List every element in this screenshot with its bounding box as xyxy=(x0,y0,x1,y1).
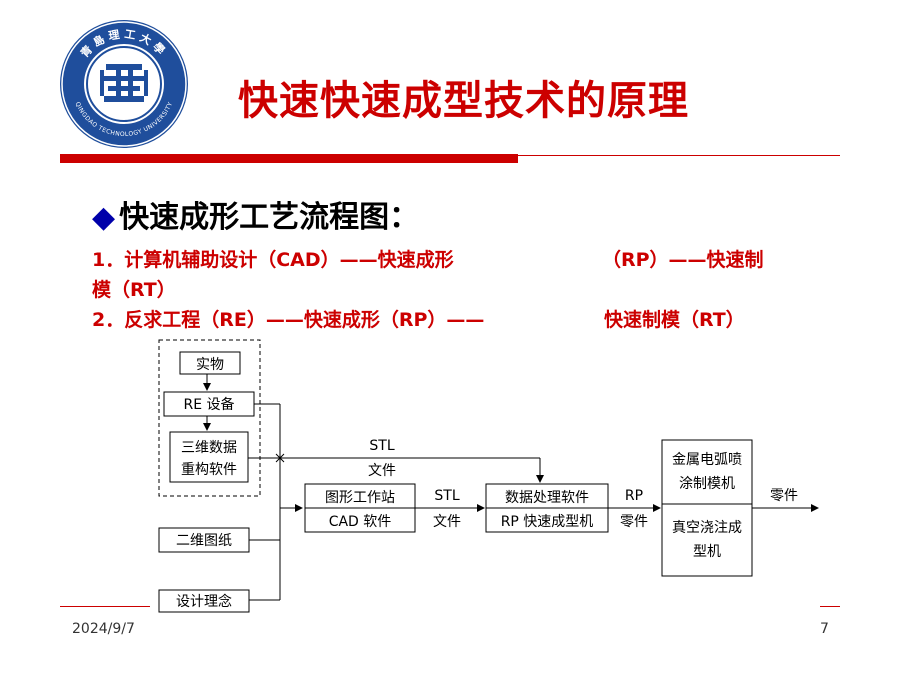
metal-label-2: 涂制模机 xyxy=(679,476,735,492)
part-label: 零件 xyxy=(770,488,798,504)
footer-line-left xyxy=(60,606,150,607)
drawing-label: 二维图纸 xyxy=(176,533,232,549)
vacuum-label-2: 型机 xyxy=(693,544,721,560)
vacuum-label-1: 真空浇注成 xyxy=(672,520,742,536)
tooling-box xyxy=(661,439,753,577)
concept-box xyxy=(158,589,250,613)
stl-mid-label-1: STL xyxy=(434,488,459,504)
rp-part-label-1: RP xyxy=(625,488,643,504)
dataproc-label: 数据处理软件 xyxy=(505,490,589,506)
process-line-2b: 快速制模（RT） xyxy=(604,309,745,331)
re-device-label: RE 设备 xyxy=(183,396,234,413)
shiwu-label: 实物 xyxy=(196,357,224,373)
workstation-label-1: 图形工作站 xyxy=(325,490,395,506)
process-line-1a: 1．计算机辅助设计（CAD）——快速成形 xyxy=(92,249,454,271)
footer-line-right xyxy=(820,606,840,607)
process-flow-diagram: 实物 RE 设备 三维数据 重构软件 二维图纸 设计理念 STL 文件 图形工作… xyxy=(158,339,819,613)
university-logo: 青島理工大學 QINGDAO TECHNOLOGY UNIVERSITY xyxy=(60,20,188,148)
workstation-label-2: CAD 软件 xyxy=(329,514,392,530)
re-group-box xyxy=(158,339,261,497)
process-line-1c: 模（RT） xyxy=(92,279,176,301)
section-heading: ◆快速成形工艺流程图： xyxy=(92,192,419,236)
stl-top-label-1: STL xyxy=(369,438,394,454)
metal-label-1: 金属电弧喷 xyxy=(672,452,742,468)
footer-date: 2024/9/7 xyxy=(72,621,135,637)
rpmachine-label: RP 快速成型机 xyxy=(501,514,594,530)
stl-mid-label-2: 文件 xyxy=(433,514,461,530)
section-heading-text: 快速成形工艺流程图： xyxy=(119,200,420,235)
process-line-2a: 2．反求工程（RE）——快速成形（RP）—— xyxy=(92,309,485,331)
recon-label-1: 三维数据 xyxy=(181,440,237,456)
stl-top-label-2: 文件 xyxy=(368,463,396,479)
process-line-1b: （RP）——快速制 xyxy=(602,249,764,271)
re-device-box xyxy=(163,391,255,417)
recon-label-2: 重构软件 xyxy=(181,462,237,478)
diamond-bullet-icon: ◆ xyxy=(92,200,116,235)
title-underline-thin xyxy=(518,155,840,156)
shiwu-box xyxy=(179,351,241,375)
title-underline-thick xyxy=(60,154,518,163)
page-title: 快速快速成型技术的原理 xyxy=(238,78,689,124)
page-number: 7 xyxy=(820,621,829,637)
rp-part-label-2: 零件 xyxy=(620,514,648,530)
concept-label: 设计理念 xyxy=(176,593,232,610)
recon-software-box xyxy=(169,431,249,483)
